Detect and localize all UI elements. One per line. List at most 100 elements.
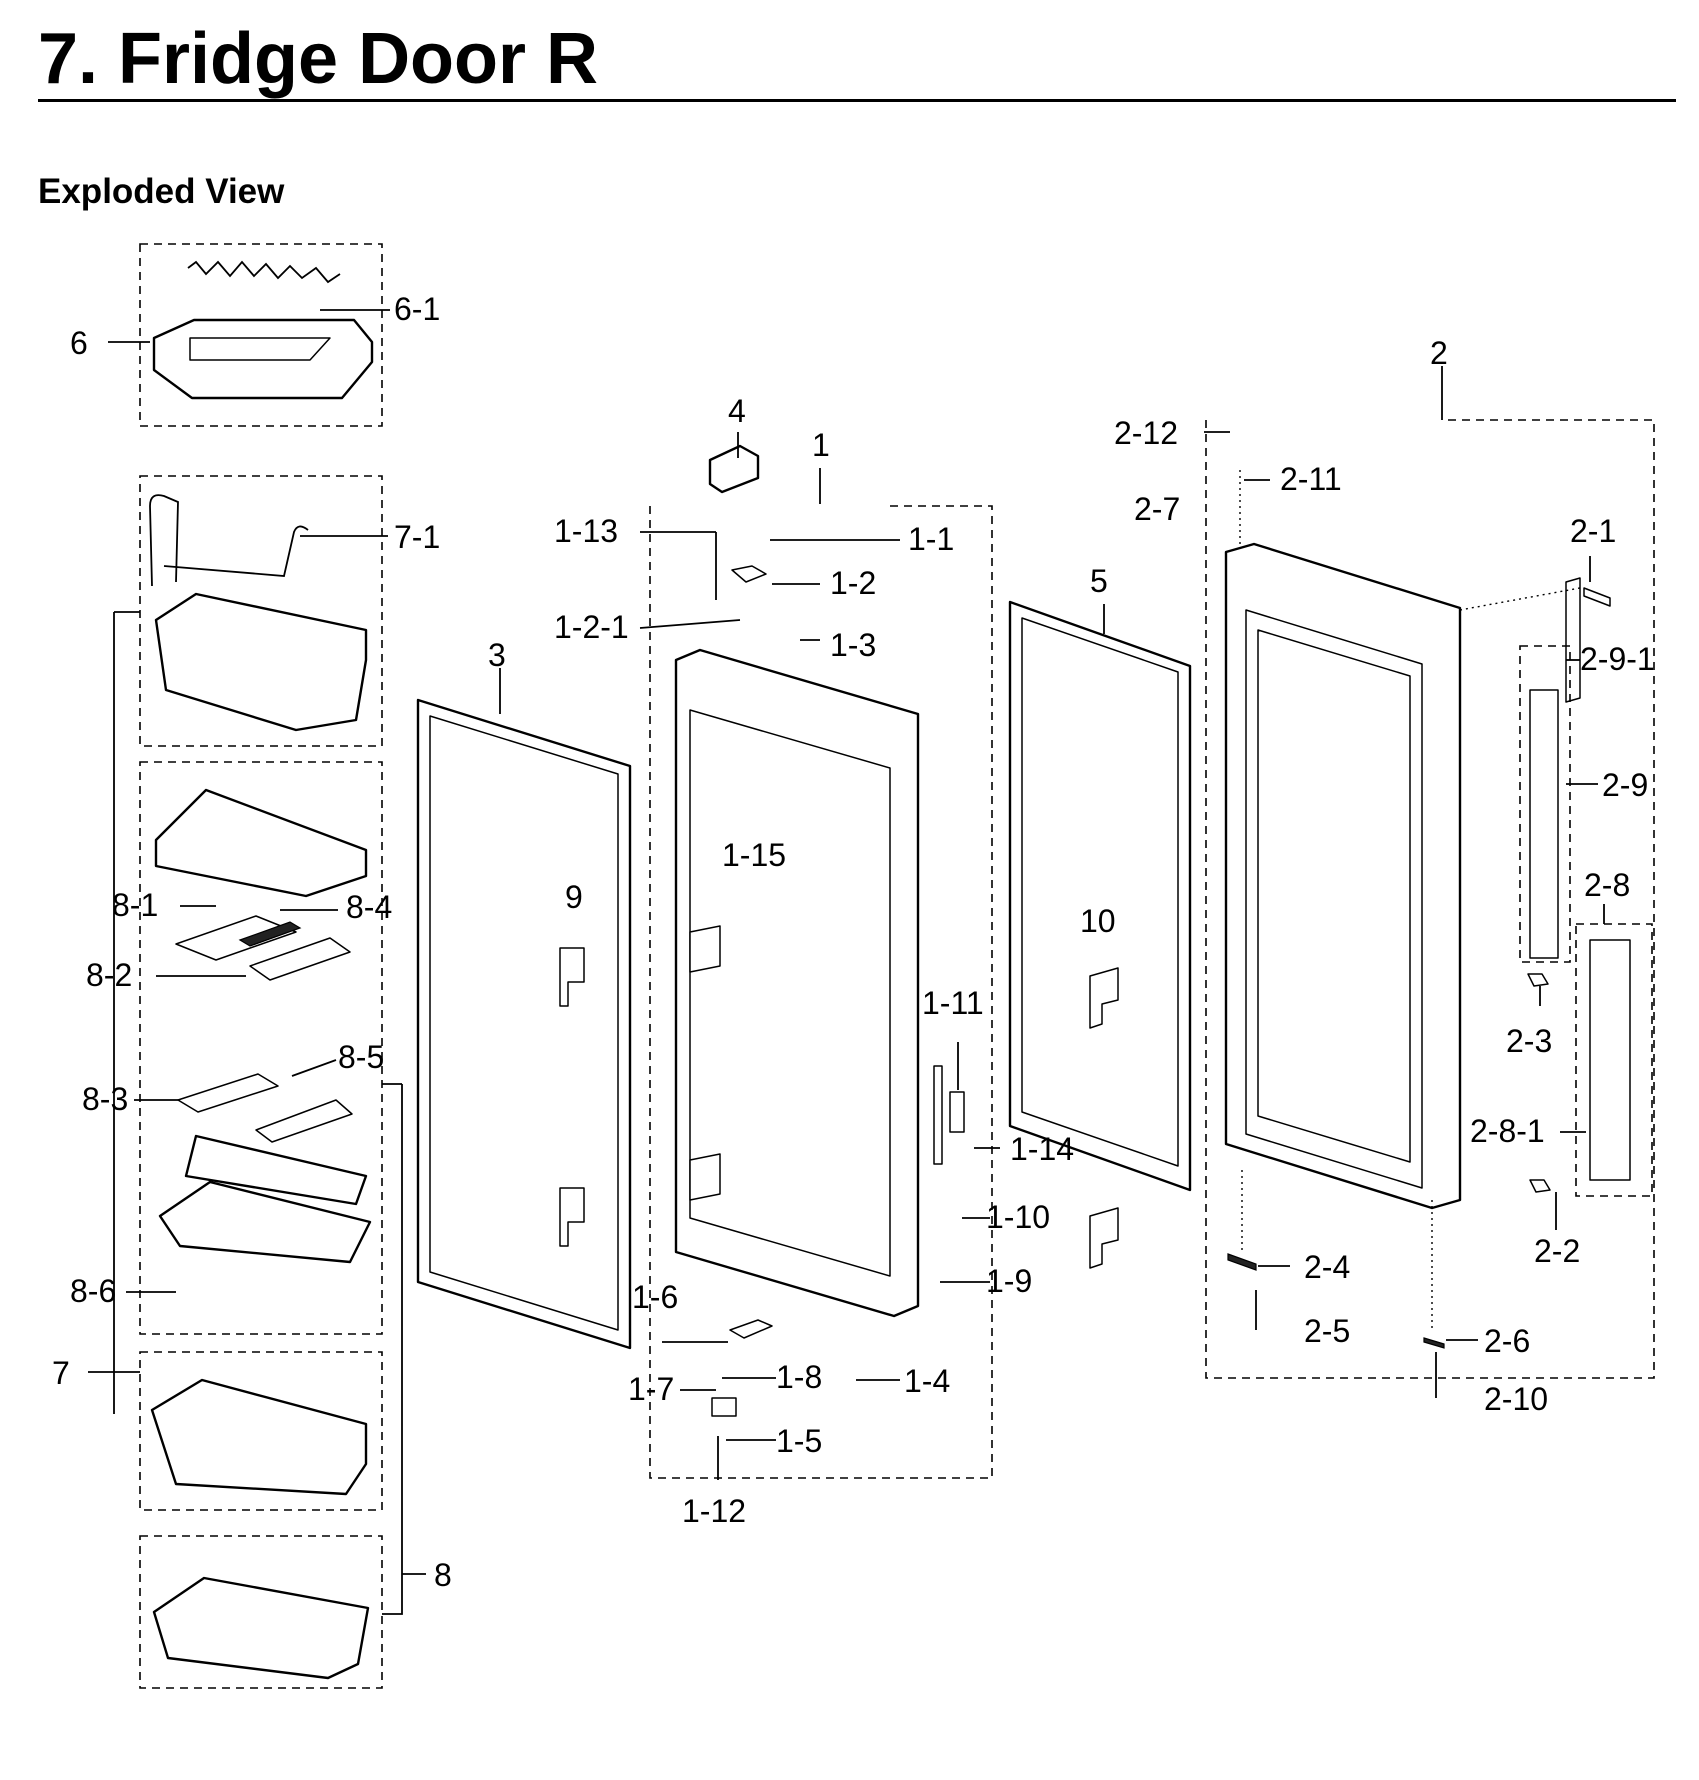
callout-2-7: 2-7 <box>1134 491 1180 527</box>
shelf-8-frame <box>184 1134 368 1206</box>
bin-7-lower <box>150 1378 368 1496</box>
dashed-box-1 <box>649 505 993 1479</box>
part-1-5 <box>711 1397 737 1417</box>
callout-8-1: 8-1 <box>112 887 158 923</box>
part-2-3 <box>1527 973 1549 987</box>
bin-7-upper <box>154 592 368 732</box>
callout-8-2: 8-2 <box>86 957 132 993</box>
bin-group-7-top <box>139 475 388 747</box>
callout-2-3: 2-3 <box>1506 1023 1552 1059</box>
callout-1-6: 1-6 <box>632 1279 678 1315</box>
callout-2-11: 2-11 <box>1280 461 1342 497</box>
bin-group-8-bottom <box>139 1083 426 1689</box>
callout-1-10: 1-10 <box>986 1199 1050 1235</box>
callout-1-12: 1-12 <box>682 1493 746 1529</box>
callout-7-1: 7-1 <box>394 519 440 555</box>
leader-8-5 <box>291 1059 337 1077</box>
title-rule <box>38 99 1676 102</box>
bracket-8 <box>382 1083 403 1615</box>
callout-1-15: 1-15 <box>722 837 786 873</box>
part-2-6 <box>1423 1337 1445 1349</box>
axis-2-1 <box>1459 587 1581 611</box>
callout-1-2: 1-2 <box>830 565 876 601</box>
door-1-panel <box>689 709 891 1277</box>
part-8-1 <box>175 915 297 961</box>
callout-1-8: 1-8 <box>776 1359 822 1395</box>
shelf-8-base <box>158 1180 372 1264</box>
door-1 <box>639 432 1000 1480</box>
callout-2-6: 2-6 <box>1484 1323 1530 1359</box>
part-10-upper <box>1089 967 1119 1029</box>
callout-2-8: 2-8 <box>1584 867 1630 903</box>
wire-6-1 <box>187 260 341 284</box>
hinge-1-upper <box>689 925 721 973</box>
callout-8-5: 8-5 <box>338 1039 384 1075</box>
callout-1-4: 1-4 <box>904 1363 950 1399</box>
part-8-4 <box>238 921 302 947</box>
callout-3: 3 <box>488 637 506 673</box>
callout-labels: 6 6-1 7-1 8-1 8-4 8-2 8-5 8-3 8-6 7 8 3 … <box>52 291 1655 1593</box>
callout-2-9-1: 2-9-1 <box>1580 641 1655 677</box>
part-2-cover <box>1565 577 1581 703</box>
gasket-5-inner <box>1021 617 1179 1167</box>
callout-1: 1 <box>812 427 830 463</box>
callout-2-9: 2-9 <box>1602 767 1648 803</box>
wire-7-1 <box>149 494 309 587</box>
callout-1-13: 1-13 <box>554 513 618 549</box>
dashed-box-2 <box>1205 419 1655 1379</box>
callout-1-14: 1-14 <box>1010 1131 1074 1167</box>
page-title: 7. Fridge Door R <box>38 19 599 99</box>
bin-6-inner <box>189 337 331 361</box>
callout-1-3: 1-3 <box>830 627 876 663</box>
part-2-2 <box>1529 1179 1551 1193</box>
bracket-9-upper <box>559 947 585 1007</box>
callout-1-7: 1-7 <box>628 1371 674 1407</box>
callout-5: 5 <box>1090 563 1108 599</box>
dashed-box-2-9 <box>1519 645 1571 963</box>
section-heading: Exploded View <box>38 172 285 211</box>
callout-2-10: 2-10 <box>1484 1381 1548 1417</box>
part-1-10 <box>949 1091 965 1133</box>
callout-1-2-1: 1-2-1 <box>554 609 629 645</box>
dashed-box-2-8 <box>1575 923 1653 1197</box>
callout-8-6: 8-6 <box>70 1273 116 1309</box>
dashed-box-6 <box>139 243 383 427</box>
shelf-8-lower <box>152 1576 370 1680</box>
part-2-9 <box>1529 689 1559 959</box>
callout-1-5: 1-5 <box>776 1423 822 1459</box>
part-1-2 <box>731 565 767 583</box>
bin-group-7-bottom <box>88 611 383 1511</box>
callout-2-2: 2-2 <box>1534 1233 1580 1269</box>
callout-1-1: 1-1 <box>908 521 954 557</box>
callout-2-5: 2-5 <box>1304 1313 1350 1349</box>
callout-6-1: 6-1 <box>394 291 440 327</box>
callout-2-1: 2-1 <box>1570 513 1616 549</box>
callout-8: 8 <box>434 1557 452 1593</box>
dashed-box-7-lower <box>139 1351 383 1511</box>
shelf-8-top <box>154 788 368 898</box>
callout-6: 6 <box>70 325 88 361</box>
part-4 <box>708 444 760 494</box>
bin-group-6 <box>108 243 390 427</box>
bracket-7 <box>113 611 140 1414</box>
callout-1-9: 1-9 <box>986 1263 1032 1299</box>
callout-8-3: 8-3 <box>82 1081 128 1117</box>
callout-7: 7 <box>52 1355 70 1391</box>
leader-1-2-1 <box>639 619 741 629</box>
callout-2-4: 2-4 <box>1304 1249 1350 1285</box>
callout-9: 9 <box>565 879 583 915</box>
callout-1-11: 1-11 <box>922 985 984 1021</box>
callout-2-12: 2-12 <box>1114 415 1178 451</box>
part-1-6 <box>729 1319 773 1339</box>
part-8-2 <box>249 937 351 981</box>
gasket-3 <box>416 668 632 1350</box>
callout-4: 4 <box>728 393 746 429</box>
door-assembly-2 <box>1204 366 1655 1398</box>
part-2-8 <box>1589 939 1631 1181</box>
part-8-5 <box>255 1099 353 1143</box>
callout-2-8-1: 2-8-1 <box>1470 1113 1545 1149</box>
dashed-box-7-1 <box>139 475 383 747</box>
callout-8-4: 8-4 <box>346 889 392 925</box>
gasket-3-inner <box>429 715 619 1331</box>
